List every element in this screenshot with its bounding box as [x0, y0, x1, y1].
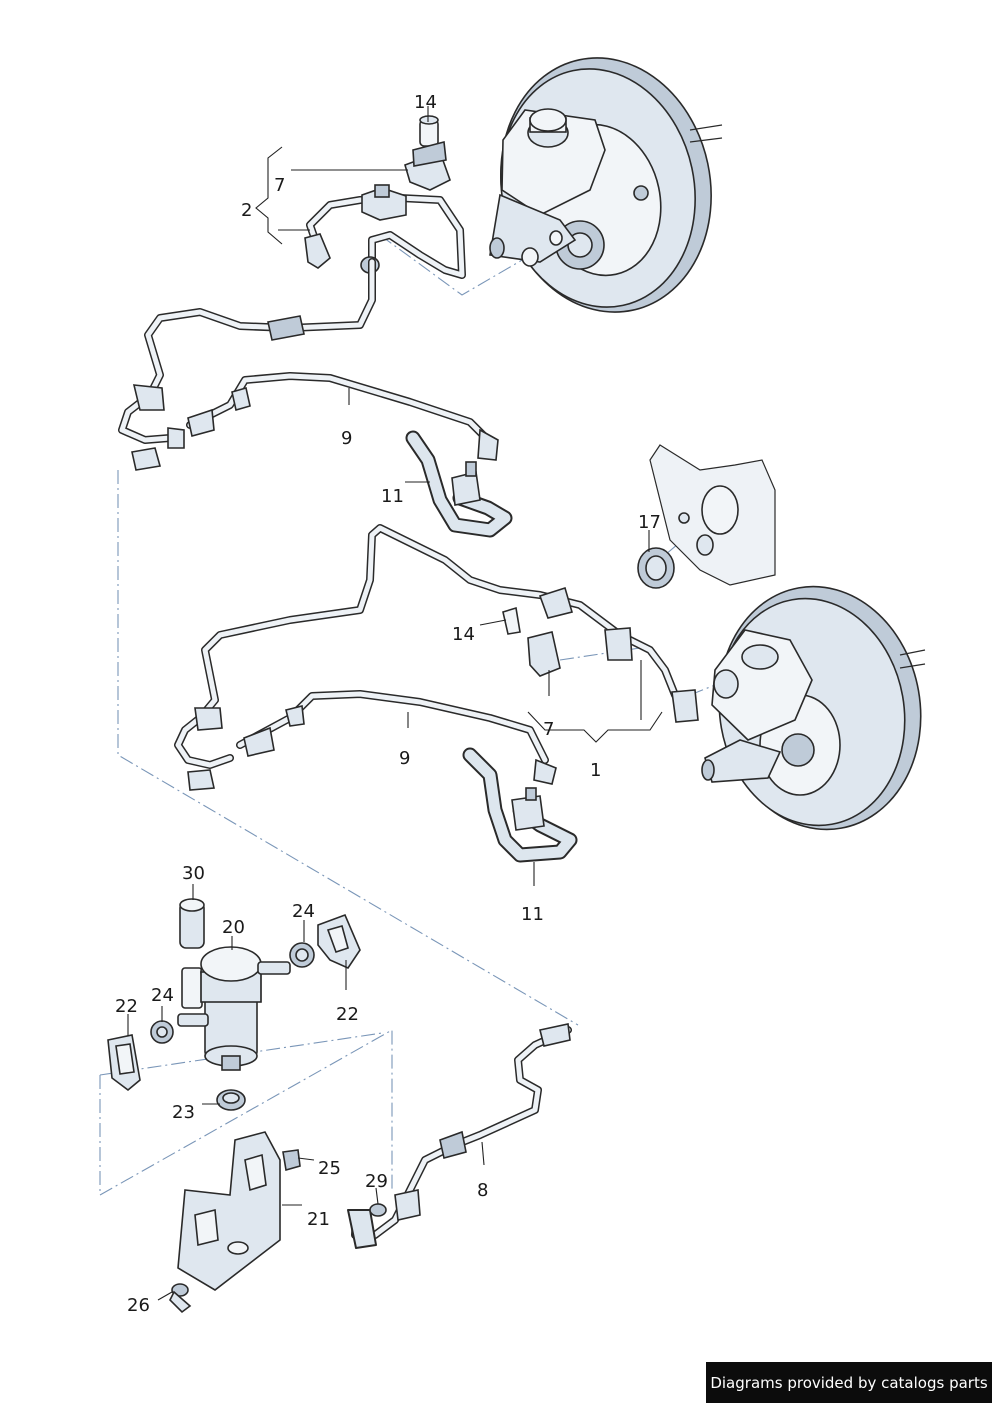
- callout-25: 25: [318, 1158, 341, 1179]
- footer-credit: Diagrams provided by catalogs parts: [706, 1362, 992, 1403]
- middle-left-connector: [174, 707, 234, 791]
- callout-30: 30: [182, 863, 205, 884]
- middle-line-assembly: [196, 524, 699, 723]
- hose-11-top: [405, 430, 513, 538]
- callout-22-left: 22: [115, 996, 138, 1017]
- callout-21: 21: [307, 1209, 330, 1230]
- bracket-assembly: [169, 1131, 301, 1314]
- callout-9-middle: 9: [399, 748, 410, 769]
- grommet-17: [637, 547, 675, 589]
- callout-22-right: 22: [336, 1004, 359, 1025]
- callout-7-middle: 7: [543, 719, 554, 740]
- callout-9-top: 9: [341, 428, 352, 449]
- callout-7-top: 7: [274, 175, 285, 196]
- leader-lines: [127, 106, 663, 1301]
- callout-11-middle: 11: [521, 904, 544, 925]
- callout-20: 20: [222, 917, 245, 938]
- callout-11-top: 11: [381, 486, 404, 507]
- hose-9-middle: [236, 690, 557, 785]
- assembly-lines: [99, 195, 741, 1196]
- line-8: [347, 1023, 572, 1249]
- upper-line-assembly: [304, 115, 466, 279]
- vacuum-pump-assembly: [107, 898, 361, 1111]
- hose-11-middle: [462, 747, 578, 863]
- callout-14-middle: 14: [452, 624, 475, 645]
- brake-booster-middle: [701, 585, 926, 831]
- callout-14-top: 14: [414, 92, 437, 113]
- callouts: 14 7 2 9 11 17 14 7 1 9 11 30 20 24 22 2…: [115, 92, 661, 1316]
- callout-24-right: 24: [292, 901, 315, 922]
- body-panel: [649, 444, 776, 586]
- vacuum-line-upper: [118, 258, 376, 471]
- callout-24-left: 24: [151, 985, 174, 1006]
- brake-booster-top: [489, 57, 723, 313]
- callout-1: 1: [590, 760, 601, 781]
- callout-8: 8: [477, 1180, 488, 1201]
- callout-23: 23: [172, 1102, 195, 1123]
- callout-2: 2: [241, 200, 252, 221]
- callout-29: 29: [365, 1171, 388, 1192]
- callout-26: 26: [127, 1295, 150, 1316]
- callout-17: 17: [638, 512, 661, 533]
- hose-9-top: [186, 372, 499, 461]
